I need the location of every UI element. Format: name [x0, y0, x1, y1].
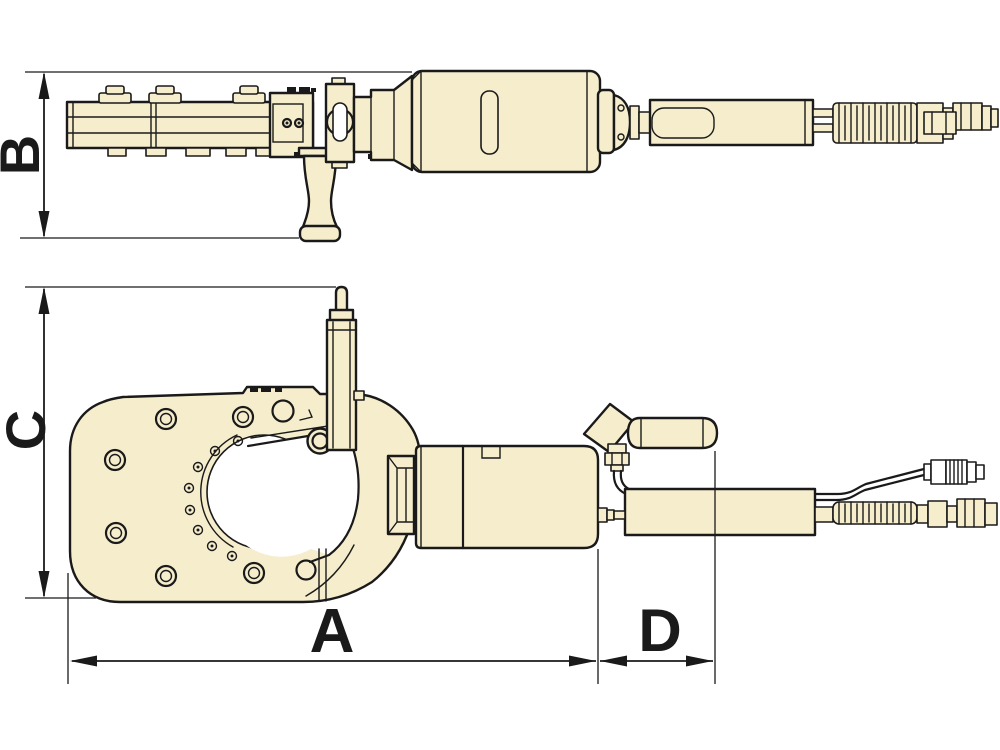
- pump-body: [623, 487, 817, 537]
- blade-cylinder: [325, 285, 365, 452]
- head-tab-marks: [250, 388, 282, 392]
- hydraulic-cylinder: [414, 444, 600, 550]
- pivot-boss: [271, 399, 295, 423]
- dimension-label-d: D: [638, 597, 681, 664]
- cable-connector: [945, 459, 968, 485]
- mount-socket: [386, 454, 416, 536]
- rear-collar: [596, 88, 616, 155]
- latch-bracket: [299, 409, 313, 421]
- lower-pivot-hole: [295, 559, 317, 581]
- pump-port: [597, 507, 626, 523]
- bar-bolt: [98, 85, 266, 104]
- dimensions: B C A D: [0, 71, 716, 684]
- coupler-nut: [923, 111, 957, 135]
- side-view: [68, 285, 998, 604]
- piston-rod: [638, 111, 651, 134]
- control-cable: [813, 459, 985, 502]
- elbow-fitting: [604, 443, 631, 496]
- motor-housing: [410, 69, 602, 174]
- housing-slot: [480, 90, 499, 155]
- hook-outline: [305, 544, 355, 597]
- blade-arc: [200, 434, 238, 548]
- cylinder-tab: [353, 390, 365, 401]
- handle-top-view: [651, 107, 715, 139]
- bar-tabs: [107, 147, 271, 157]
- trigger-handle: [626, 416, 719, 450]
- blade-pin: [334, 285, 349, 314]
- latch-pin: [281, 117, 293, 129]
- dimension-label-c: C: [0, 410, 57, 450]
- rod-step: [629, 105, 640, 140]
- blade-slot: [318, 548, 327, 602]
- swivel-knob: [612, 93, 632, 152]
- latch-pin: [293, 117, 305, 129]
- jaw-throat: [221, 430, 359, 557]
- hose-assembly-top: [812, 102, 999, 144]
- pivot-block: [324, 77, 356, 169]
- dimension-label-b: B: [0, 135, 51, 175]
- pivot-slot: [332, 102, 348, 142]
- grip-handle: [297, 146, 342, 243]
- hydraulic-hose: [814, 498, 998, 528]
- hose-coupler: [927, 500, 948, 528]
- arc-bolts: [183, 435, 244, 562]
- dimension-arrows: [38, 72, 713, 667]
- dimension-label-a: A: [310, 597, 355, 666]
- neck-section: [352, 74, 414, 172]
- head-bolts: [103, 405, 266, 588]
- top-view: [65, 69, 999, 243]
- blade-bar-lines: [66, 101, 314, 149]
